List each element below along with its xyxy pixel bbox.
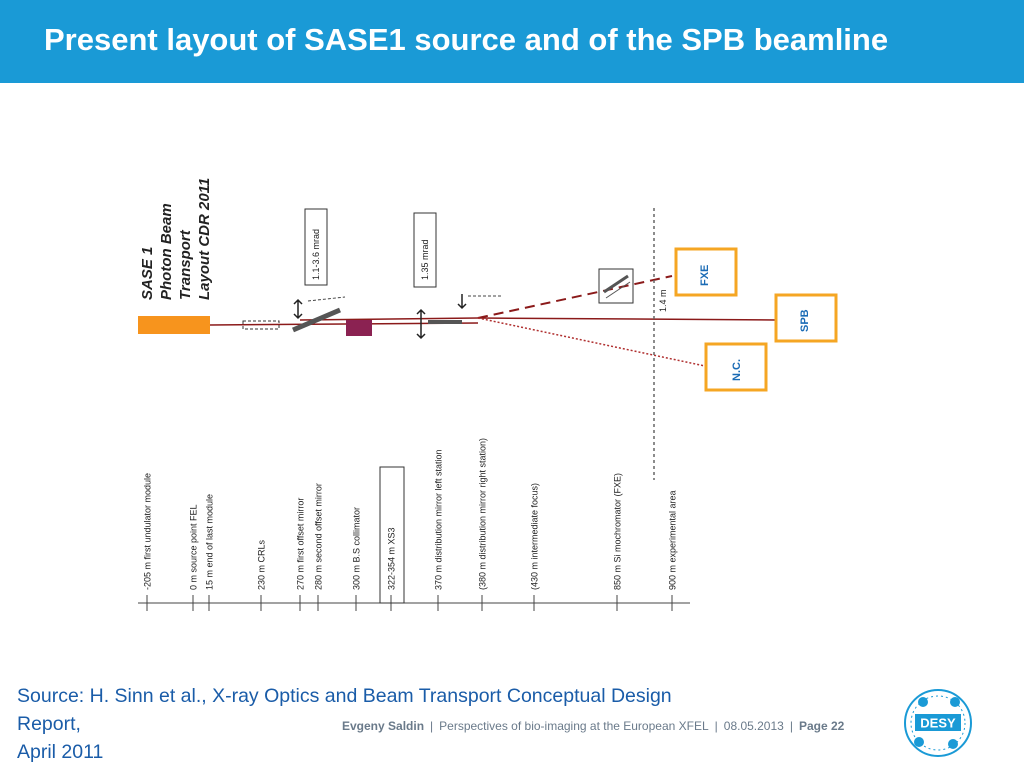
mirror-arrow: [293, 298, 303, 320]
collimator-block: [346, 320, 372, 336]
station-label: FXE: [699, 265, 711, 286]
desy-logo: DESY: [904, 689, 972, 757]
station-box-fxe: [674, 247, 738, 297]
position-label: 322-354 m XS3: [387, 527, 397, 590]
xs3-box: [379, 466, 405, 604]
logo-dot: [950, 697, 960, 707]
diagram-title: SASE 1 Photon Beam Transport Layout CDR …: [139, 178, 213, 300]
position-label: 15 m end of last module: [205, 494, 215, 590]
logo-band: [915, 714, 961, 731]
logo-text: DESY: [920, 716, 956, 731]
monochromator-crystal: [605, 281, 631, 299]
distance-label: 1.4 m: [658, 289, 668, 312]
footer-date: 08.05.2013: [723, 719, 784, 733]
position-label: 0 m source point FEL: [189, 504, 199, 590]
beam-line-fxe: [477, 275, 673, 319]
page-title: Present layout of SASE1 source and of th…: [44, 22, 889, 57]
position-label: (430 m intermediate focus): [530, 483, 540, 590]
angle-label-box: [413, 212, 437, 288]
position-label: 900 m experimental area: [668, 490, 678, 590]
mirror-ghost: [307, 296, 346, 302]
logo-dot: [914, 737, 924, 747]
station-box-nc: [704, 342, 768, 392]
logo-dot: [948, 739, 958, 749]
footer-author: Evgeny Saldin: [342, 719, 425, 733]
position-label: -205 m first undulator module: [143, 473, 153, 590]
diagram-title-line: Transport: [177, 229, 194, 300]
diagram-title-line: SASE 1: [139, 247, 156, 300]
beam-line-nc: [477, 317, 706, 367]
header-bar: Present layout of SASE1 source and of th…: [0, 0, 1024, 83]
source-line: Source: H. Sinn et al., X-ray Optics and…: [17, 685, 672, 707]
footer-talk: Perspectives of bio-imaging at the Europ…: [439, 719, 709, 733]
angle-label-box: [304, 208, 328, 286]
footer-page: Page 22: [798, 719, 845, 733]
source-citation: Source: H. Sinn et al., X-ray Optics and…: [17, 682, 817, 766]
logo-inner-ring: [910, 695, 966, 751]
monochromator-crystal: [603, 274, 629, 294]
station-label: N.C.: [731, 359, 743, 381]
angle-label: 1.1-3.6 mrad: [311, 229, 321, 280]
position-label: 370 m distribution mirror left station: [434, 449, 444, 590]
monochromator-box: [598, 268, 634, 304]
station-label: SPB: [799, 309, 811, 332]
source-line: Report,: [17, 713, 81, 735]
station-box-spb: [774, 293, 838, 343]
position-label: 230 m CRLs: [257, 539, 267, 590]
source-line: April 2011: [17, 741, 104, 763]
position-label: 300 m B.S collimator: [352, 507, 362, 590]
position-labels: -205 m first undulator module 0 m source …: [143, 438, 678, 611]
offset-mirror: [292, 307, 341, 333]
footer: Evgeny Saldin|Perspectives of bio-imagin…: [342, 719, 845, 733]
position-label: 270 m first offset mirror: [296, 498, 306, 590]
beam-line-offset: [299, 317, 479, 321]
angle-label: 1.35 mrad: [420, 239, 430, 280]
beam-line-spb: [477, 317, 777, 321]
position-label: (380 m distribution mirror right station…: [478, 438, 488, 590]
logo-dot: [918, 697, 928, 707]
undulator-block: [138, 316, 210, 334]
mirror-arrow: [457, 294, 467, 310]
diagram-title-line: Photon Beam: [158, 203, 175, 300]
mirror-arrow: [416, 308, 426, 340]
position-label: 280 m second offset mirror: [314, 483, 324, 590]
position-label: 850 m Si mochromator (FXE): [613, 473, 623, 590]
diagram-title-line: Layout CDR 2011: [196, 178, 213, 300]
crl-element: [242, 320, 280, 330]
